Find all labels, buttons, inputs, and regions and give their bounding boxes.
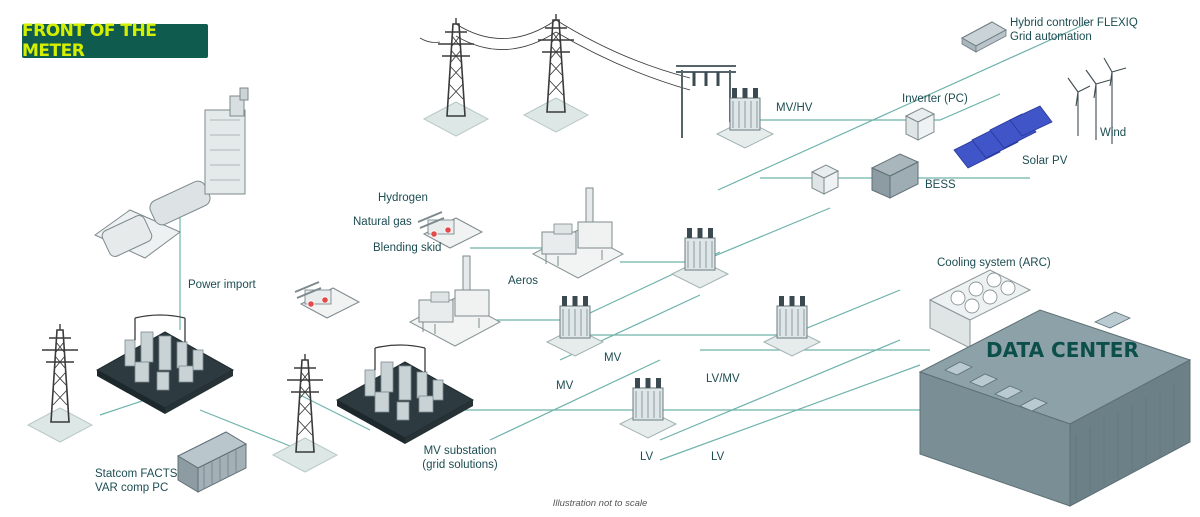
label-mv-2: MV: [556, 380, 574, 392]
label-mv-substation: MV substation: [423, 445, 497, 457]
aeros-unit-1: [532, 187, 624, 279]
bess-container: [870, 153, 920, 199]
label-lv-2: LV: [711, 451, 725, 463]
label-blending-skid: Blending skid: [373, 242, 442, 254]
pylon-3: [27, 323, 93, 443]
label-var-comp: VAR comp PC: [95, 482, 169, 494]
label-cooling-system: Cooling system (ARC): [937, 257, 1051, 269]
label-mv-1: MV: [604, 352, 622, 364]
label-grid-solutions: (grid solutions): [422, 459, 498, 471]
transformer-mv: [546, 295, 604, 357]
cooling-system-unit: [928, 269, 1032, 349]
label-aeros: Aeros: [508, 275, 539, 287]
title-badge: FRONT OF THE METER: [22, 21, 208, 61]
gantry: [676, 65, 736, 138]
label-wind: Wind: [1100, 127, 1127, 139]
label-mv-hv: MV/HV: [776, 102, 813, 114]
bess-inverter-device: [810, 164, 840, 195]
pylon-2: [523, 13, 589, 133]
label-hydrogen: Hydrogen: [378, 192, 428, 204]
statcom-container: [176, 431, 248, 493]
label-statcom-facts: Statcom FACTS: [95, 468, 178, 480]
mv-hv-transformer: [716, 87, 774, 149]
label-inverter: Inverter (PC): [902, 93, 968, 105]
aeros-unit-2: [409, 255, 501, 347]
data-center-label: DATA CENTER: [986, 338, 1139, 362]
label-solar-pv: Solar PV: [1022, 155, 1068, 167]
pylon-4: [272, 353, 338, 473]
label-natural-gas: Natural gas: [353, 216, 412, 228]
hv-substation: [96, 314, 234, 415]
solar-pv-array: [953, 105, 1053, 169]
label-grid-automation: Grid automation: [1010, 31, 1092, 43]
label-lv-1: LV: [640, 451, 654, 463]
data-center-building: [918, 309, 1192, 507]
transformer-1: [671, 227, 729, 289]
second-skid: [294, 281, 360, 319]
footnote: Illustration not to scale: [552, 498, 648, 509]
gas-turbine-power-import: [94, 87, 249, 259]
label-lv-mv: LV/MV: [706, 373, 740, 385]
label-bess: BESS: [925, 179, 956, 191]
hybrid-controller-device: [960, 21, 1008, 53]
page-title: FRONT OF THE METER: [22, 21, 157, 61]
label-power-import: Power import: [188, 279, 256, 291]
transformer-lv: [619, 377, 677, 439]
label-hybrid-controller: Hybrid controller FLEXIQ: [1010, 17, 1138, 29]
inverter-device: [904, 107, 936, 141]
mv-substation: [336, 344, 474, 445]
pylon-1: [423, 17, 489, 137]
wind-turbines: [1067, 57, 1127, 144]
